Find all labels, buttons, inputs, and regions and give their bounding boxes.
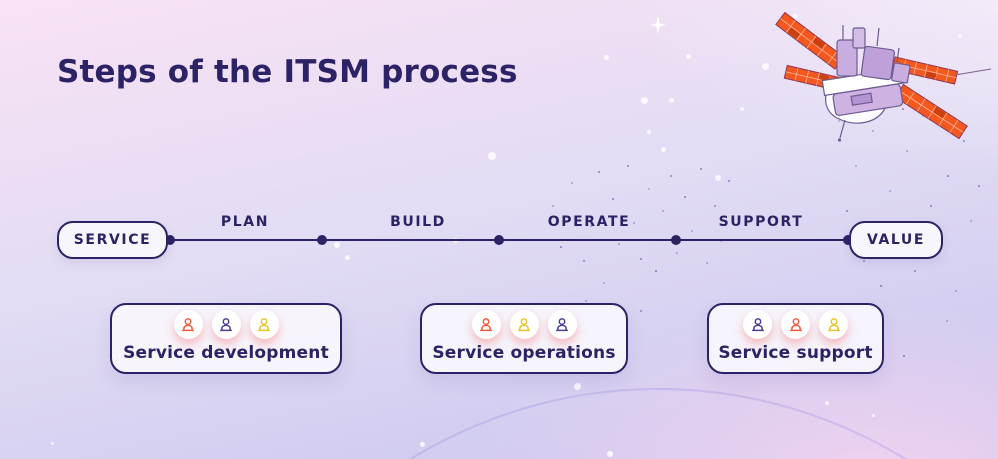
card-label: Service support [718,343,873,363]
user-icon [509,310,539,339]
value-pill-label: VALUE [866,232,926,248]
timeline-node-dot [165,235,175,245]
background-arc-secondary [905,408,998,459]
user-icon [547,310,577,339]
user-icon [211,310,241,339]
card-service-support: Service support [707,303,884,374]
timeline-node-dot [494,235,504,245]
satellite-illustration [775,12,992,142]
service-pill-label: SERVICE [73,232,152,248]
timeline-line [168,239,849,241]
card-service-operations: Service operations [420,303,628,374]
page-title: Steps of the ITSM process [57,54,518,90]
stage-label-support: SUPPORT [718,214,804,230]
user-icon [471,310,501,339]
card-label: Service development [123,343,329,363]
stage-label-plan: PLAN [220,214,270,230]
card-label: Service operations [432,343,616,363]
service-pill: SERVICE [57,221,168,259]
user-icon [781,310,810,339]
timeline-node-dot [317,235,327,245]
team-icons [743,310,848,339]
sparkle-star-icon [650,16,666,34]
user-icon [173,310,203,339]
user-icon [819,310,848,339]
stage-label-operate: OPERATE [547,214,631,230]
user-icon [249,310,279,339]
card-service-development: Service development [110,303,342,374]
user-icon [743,310,772,339]
background-arc [186,388,998,459]
team-icons [173,310,279,339]
timeline-node-dot [671,235,681,245]
value-pill: VALUE [849,221,943,259]
stage-label-build: BUILD [390,214,446,230]
team-icons [471,310,577,339]
timeline-node-dot [843,235,853,245]
